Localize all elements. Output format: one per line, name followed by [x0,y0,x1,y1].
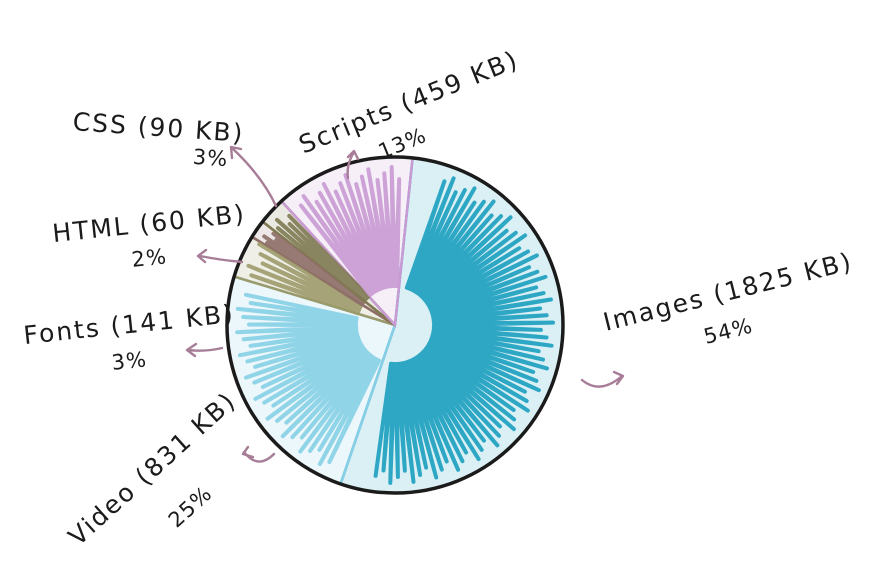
slice-percent-images: 54% [701,314,755,349]
slice-percent-css: 3% [192,145,229,171]
leader-arrow-html [196,248,244,264]
pie-outline [225,155,565,495]
leader-arrow-css [229,145,278,208]
leader-arrows [185,145,625,463]
pie-slice-scribble-css [275,213,371,303]
slice-label-html: HTML (60 KB) [51,199,247,248]
pie-slice-scribble-fonts [246,242,363,316]
slice-percent-video: 25% [164,481,217,532]
leader-arrow-fonts [185,342,224,358]
slice-percent-fonts: 3% [110,347,148,375]
pie-slice-scribble-images [373,176,555,485]
slice-percent-html: 2% [130,244,168,272]
slice-label-css: CSS (90 KB) [72,107,246,148]
slice-label-fonts: Fonts (141 KB) [22,299,236,350]
leader-arrow-images [580,370,625,388]
pie-slice-scribble-video [235,292,381,466]
leader-arrow-video [241,445,276,463]
pie-slice-scribble-html [262,231,367,307]
slice-label-video: Video (831 KB) [63,386,242,551]
leader-arrow-scripts [346,149,360,180]
pie-slice-scribble-scripts [299,165,402,297]
slice-scribbles [235,165,555,485]
